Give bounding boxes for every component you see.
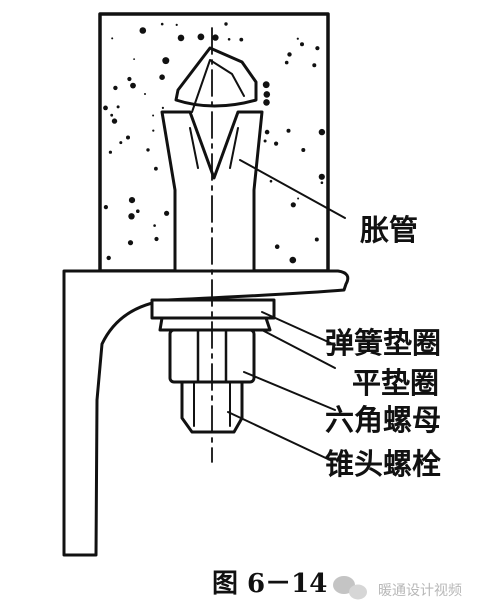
concrete-speckle	[312, 63, 317, 68]
concrete-speckle	[296, 37, 299, 40]
concrete-speckle	[224, 22, 228, 26]
concrete-speckle	[239, 37, 244, 42]
label-expansion-tube: 胀管	[360, 213, 418, 247]
concrete-speckle	[263, 99, 270, 106]
label-cone-bolt: 锥头螺栓	[325, 447, 441, 481]
concrete-speckle	[274, 244, 280, 249]
concrete-speckle	[284, 60, 289, 65]
concrete-speckle	[263, 139, 267, 143]
concrete-speckle	[128, 197, 136, 204]
concrete-speckle	[108, 150, 112, 154]
concrete-speckle	[127, 76, 132, 82]
wechat-icon	[333, 576, 367, 600]
concrete-speckle	[301, 148, 306, 152]
concrete-speckle	[119, 141, 123, 145]
concrete-speckle	[300, 42, 304, 47]
concrete-speckle	[164, 210, 170, 216]
concrete-speckle	[262, 81, 270, 89]
concrete-speckle	[320, 181, 324, 184]
concrete-speckle	[175, 23, 178, 26]
concrete-speckle	[126, 135, 130, 140]
concrete-speckle	[152, 114, 155, 117]
concrete-speckle	[274, 141, 279, 146]
concrete-speckle	[269, 179, 273, 183]
concrete-speckle	[136, 209, 140, 213]
concrete-speckle	[315, 46, 320, 51]
concrete-speckle	[160, 22, 164, 26]
concrete-speckle	[161, 106, 164, 109]
concrete-speckle	[263, 91, 271, 98]
concrete-speckle	[111, 37, 114, 40]
spring-washer	[150, 298, 276, 320]
concrete-speckle	[103, 105, 108, 111]
concrete-speckle	[153, 224, 156, 227]
watermark-text: 暖通设计视频	[378, 583, 462, 599]
cone-head-inner	[189, 59, 245, 169]
concrete-speckle	[314, 237, 319, 242]
concrete-speckle	[287, 52, 292, 57]
concrete-speckle	[264, 129, 270, 135]
concrete-speckle	[139, 27, 147, 34]
label-flat-washer: 平垫圈	[352, 366, 439, 400]
concrete-speckle	[159, 74, 165, 80]
concrete-speckle	[154, 236, 159, 242]
concrete-speckle	[197, 33, 205, 41]
concrete-speckle	[227, 38, 231, 41]
cone-head	[174, 46, 258, 108]
expansion-tube	[160, 110, 264, 273]
concrete-speckle	[146, 148, 150, 152]
concrete-speckle	[154, 166, 158, 171]
concrete-speckle	[127, 240, 134, 246]
concrete-speckle	[103, 205, 108, 210]
concrete-speckle	[286, 128, 291, 133]
concrete-speckle	[133, 58, 136, 60]
label-hex-nut: 六角螺母	[325, 403, 441, 437]
concrete-speckle	[152, 129, 155, 132]
concrete-speckle	[110, 113, 114, 117]
concrete-speckle	[128, 213, 135, 220]
concrete-speckle	[318, 173, 325, 180]
concrete-speckle	[318, 128, 326, 136]
concrete-speckle	[111, 118, 118, 124]
leader-lines	[227, 159, 346, 461]
concrete-speckle	[116, 105, 120, 109]
concrete-speckle	[212, 34, 219, 41]
steel-angle-bracket	[62, 269, 350, 557]
figure-caption: 图 6－14	[212, 569, 327, 599]
concrete-speckle	[130, 82, 136, 89]
concrete-speckle	[177, 34, 185, 42]
concrete-speckle	[297, 197, 300, 200]
concrete-speckle	[144, 93, 146, 95]
concrete-speckle	[113, 85, 118, 91]
concrete-speckle	[290, 202, 296, 208]
concrete-speckle	[162, 57, 170, 65]
concrete-speckle	[289, 256, 297, 264]
concrete-speckle	[106, 255, 111, 261]
flat-washer	[158, 316, 272, 332]
label-spring-washer: 弹簧垫圈	[325, 326, 441, 360]
